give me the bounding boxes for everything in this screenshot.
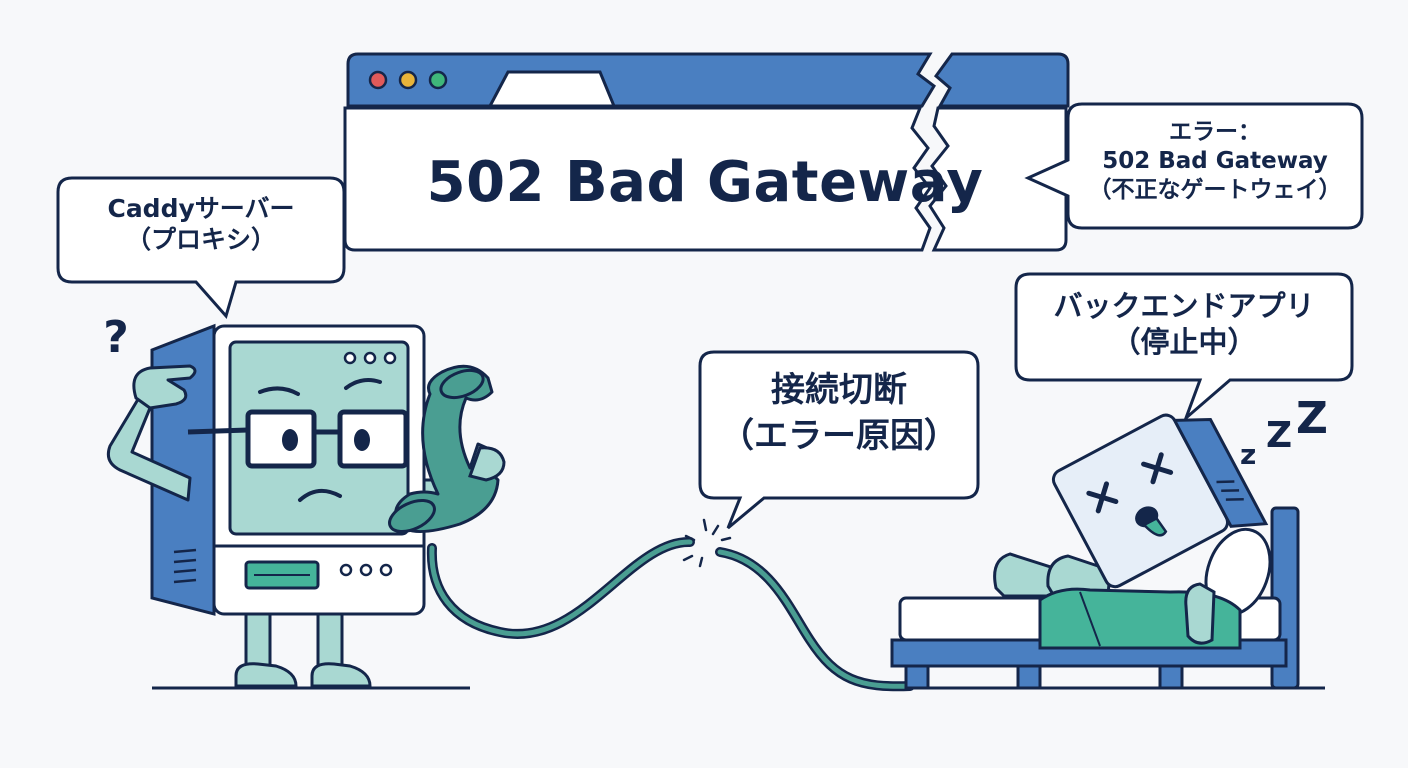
browser-tab <box>487 70 617 108</box>
sleep-z-small-icon: z <box>1240 438 1257 471</box>
browser-titlebar <box>346 52 936 108</box>
caddy-callout-text: Caddyサーバー （プロキシ） <box>58 193 344 256</box>
cut-callout-line1: 接続切断 <box>771 370 907 410</box>
scratching-hand <box>132 364 197 410</box>
caddy-callout-line1: Caddyサーバー <box>107 194 295 223</box>
phone-handset-icon <box>394 364 500 534</box>
connection-cut-callout-text: 接続切断 （エラー原因） <box>700 368 978 460</box>
question-mark-icon: ? <box>103 312 129 363</box>
right-foot <box>310 662 372 688</box>
left-foot <box>234 662 298 688</box>
sleep-z-medium-icon: Z <box>1266 415 1293 456</box>
caddy-callout-bubble <box>56 176 346 320</box>
sleeping-backend-scene <box>890 413 1300 690</box>
glasses-left <box>245 409 317 469</box>
cut-callout-bubble <box>698 350 980 530</box>
minimize-dot-icon <box>398 70 418 90</box>
caddy-server-character <box>106 323 506 688</box>
phone-cord-broken-end <box>715 547 915 692</box>
maximize-dot-icon <box>428 70 448 90</box>
caddy-callout-line2: （プロキシ） <box>125 225 276 255</box>
break-spark-icon <box>682 518 732 568</box>
backend-callout-text: バックエンドアプリ （停止中） <box>1015 288 1353 361</box>
error-callout-line1: エラー： <box>1169 119 1261 145</box>
scratching-arm <box>106 394 192 502</box>
sleep-z-large-icon: Z <box>1296 393 1328 444</box>
error-callout-text: エラー： 502 Bad Gateway （不正なゲートウェイ） <box>1068 118 1362 204</box>
browser-window <box>343 52 1070 252</box>
cut-callout-line2: （エラー原因） <box>720 415 958 456</box>
browser-titlebar-right <box>933 52 1070 108</box>
error-callout-line2: 502 Bad Gateway <box>1102 147 1328 174</box>
backend-callout-line2: （停止中） <box>1111 325 1257 360</box>
error-callout-bubble <box>1024 102 1364 230</box>
browser-body-right <box>928 106 1068 252</box>
glasses-right <box>337 409 409 469</box>
error-callout-line3: （不正なゲートウェイ） <box>1088 176 1342 203</box>
browser-error-title: 502 Bad Gateway <box>426 150 984 215</box>
close-dot-icon <box>368 70 388 90</box>
backend-callout-line1: バックエンドアプリ <box>1053 289 1315 323</box>
x-eyes-icon <box>1086 452 1174 514</box>
backend-callout-bubble <box>1014 272 1354 423</box>
